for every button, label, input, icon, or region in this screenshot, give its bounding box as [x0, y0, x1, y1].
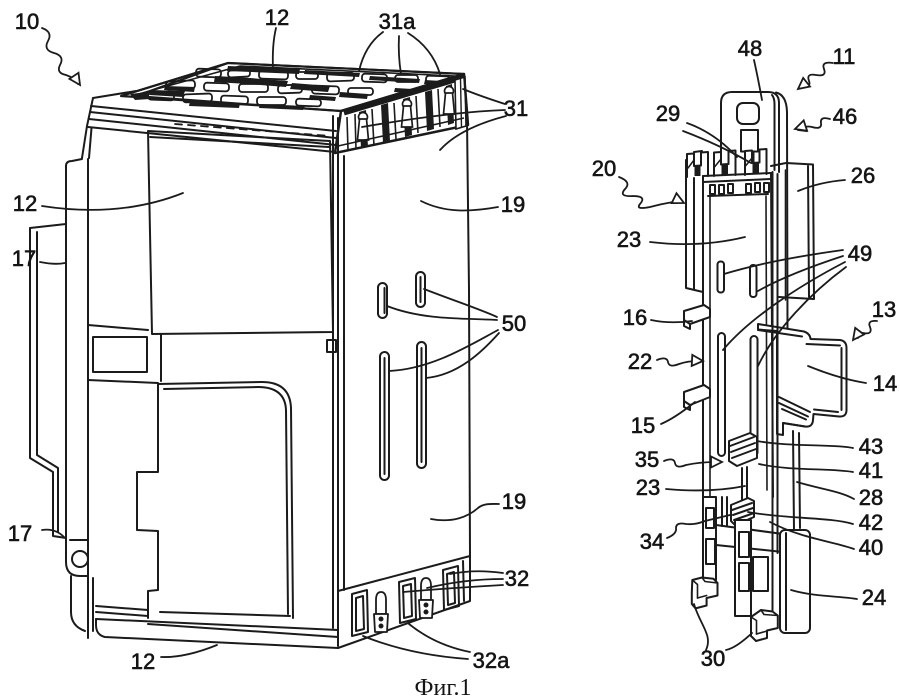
svg-text:42: 42 [859, 510, 883, 535]
svg-text:41: 41 [859, 458, 883, 483]
svg-text:48: 48 [738, 36, 762, 61]
svg-text:30: 30 [701, 646, 725, 671]
svg-text:22: 22 [628, 349, 652, 374]
svg-text:34: 34 [640, 529, 664, 554]
svg-text:16: 16 [623, 305, 647, 330]
svg-text:46: 46 [833, 104, 857, 129]
svg-text:17: 17 [12, 246, 36, 271]
svg-text:12: 12 [265, 5, 289, 30]
svg-text:43: 43 [859, 434, 883, 459]
svg-text:29: 29 [656, 101, 680, 126]
svg-text:28: 28 [859, 485, 883, 510]
svg-text:13: 13 [872, 297, 896, 322]
svg-text:23: 23 [617, 227, 641, 252]
svg-text:19: 19 [501, 192, 525, 217]
svg-text:11: 11 [833, 44, 856, 69]
svg-text:14: 14 [873, 371, 897, 396]
svg-text:12: 12 [131, 649, 155, 674]
svg-text:Фиг.1: Фиг.1 [415, 675, 472, 698]
svg-text:32: 32 [505, 566, 529, 591]
svg-text:35: 35 [635, 447, 659, 472]
svg-text:10: 10 [15, 9, 39, 34]
svg-text:49: 49 [848, 241, 872, 266]
svg-text:17: 17 [8, 521, 32, 546]
svg-text:19: 19 [502, 489, 526, 514]
svg-text:23: 23 [636, 475, 660, 500]
svg-text:40: 40 [859, 535, 883, 560]
svg-text:15: 15 [631, 413, 655, 438]
svg-text:20: 20 [592, 156, 616, 181]
svg-text:31a: 31a [379, 9, 416, 34]
svg-text:32a: 32a [473, 648, 510, 673]
svg-text:12: 12 [13, 191, 37, 216]
svg-text:50: 50 [502, 311, 526, 336]
svg-text:24: 24 [862, 585, 886, 610]
svg-text:31: 31 [504, 96, 528, 121]
svg-text:26: 26 [851, 163, 875, 188]
